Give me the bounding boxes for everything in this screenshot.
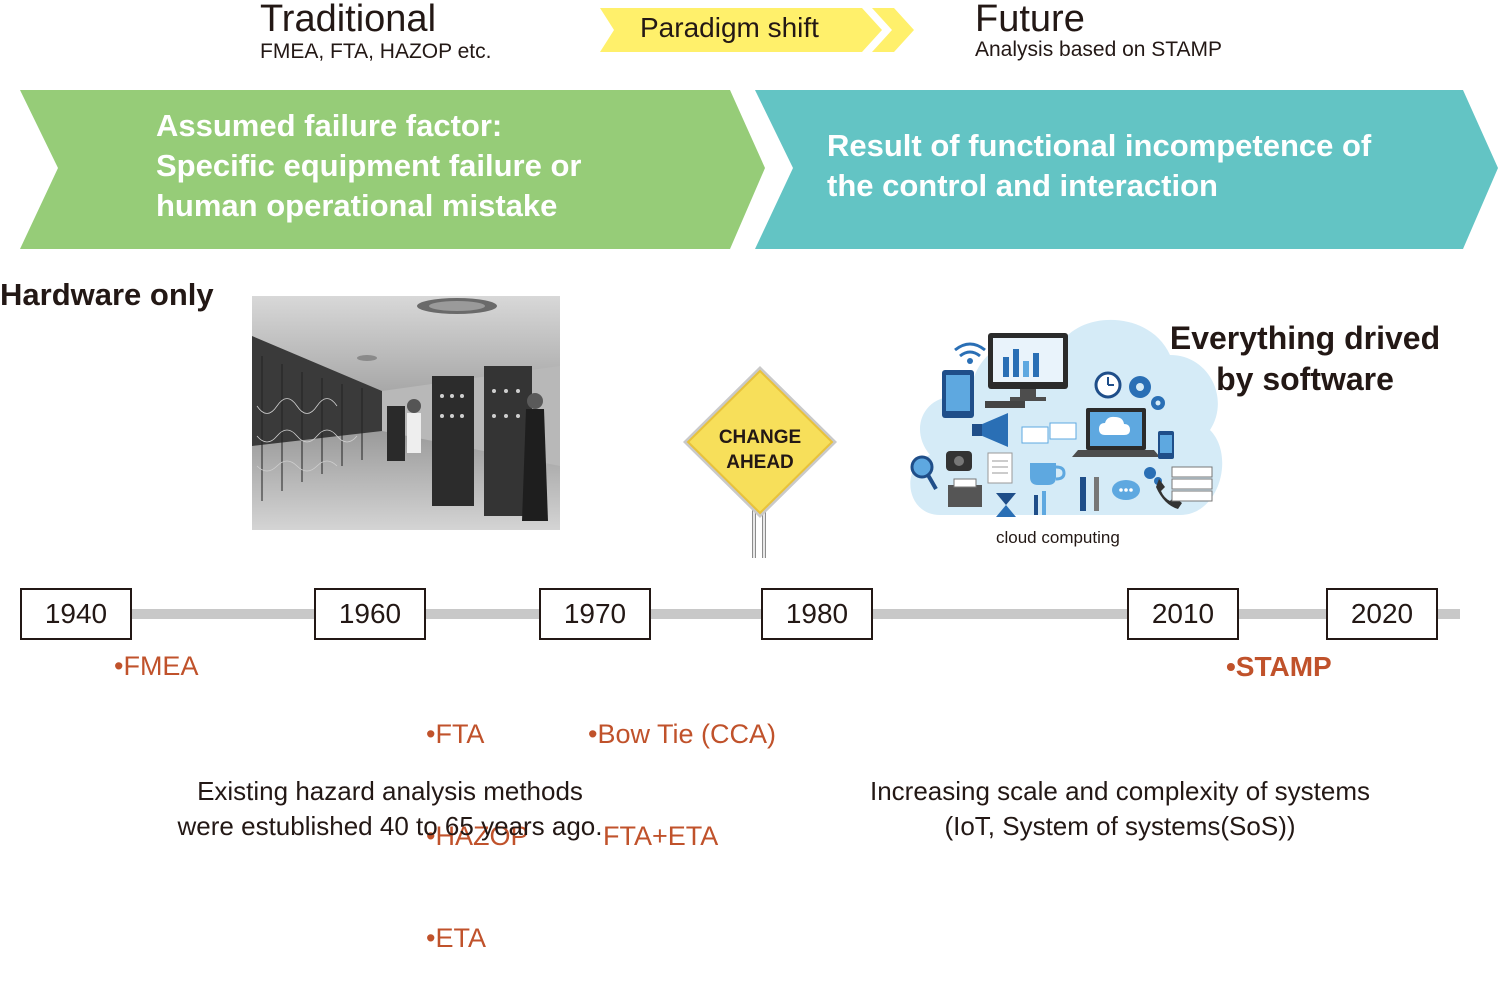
method-stamp: •STAMP	[1226, 650, 1332, 684]
left-banner-line: Assumed failure factor:	[156, 106, 581, 146]
methods-1970: •Bow Tie (CCA) FTA+ETA	[588, 649, 776, 887]
future-subtitle: Analysis based on STAMP	[975, 39, 1222, 61]
left-banner-text: Assumed failure factor: Specific equipme…	[156, 106, 581, 226]
wifi-icon	[955, 344, 985, 356]
method-fmea: •FMEA	[114, 649, 198, 683]
left-caption: Existing hazard analysis methods were es…	[110, 774, 670, 844]
traditional-title: Traditional	[260, 0, 436, 38]
caption-line: were estublished 40 to 65 years ago.	[110, 809, 670, 844]
fax-icon	[948, 485, 982, 507]
server-icon	[1172, 467, 1212, 477]
software-line: Everything drived	[1150, 318, 1460, 359]
method-item: •Bow Tie (CCA)	[588, 717, 776, 751]
caption-line: (IoT, System of systems(SoS))	[820, 809, 1420, 844]
vintage-computer-photo	[252, 296, 560, 530]
right-banner-line: Result of functional incompetence of	[827, 126, 1371, 166]
caption-line: Increasing scale and complexity of syste…	[820, 774, 1420, 809]
left-banner-line: human operational mistake	[156, 186, 581, 226]
right-caption: Increasing scale and complexity of syste…	[820, 774, 1420, 844]
year-box-1970: 1970	[539, 588, 651, 640]
right-banner-line: the control and interaction	[827, 166, 1371, 206]
coffee-cup-icon	[1030, 463, 1056, 485]
right-banner-text: Result of functional incompetence of the…	[827, 126, 1371, 206]
software-label: Everything drived by software	[1150, 318, 1460, 400]
software-line: by software	[1150, 359, 1460, 400]
paradigm-shift-label: Paradigm shift	[640, 12, 819, 44]
year-box-1940: 1940	[20, 588, 132, 640]
hardware-only-label: Hardware only	[0, 276, 214, 314]
cloud-computing-caption: cloud computing	[996, 528, 1120, 548]
method-item: •FTA	[426, 717, 528, 751]
traditional-subtitle: FMEA, FTA, HAZOP etc.	[260, 41, 491, 63]
year-box-2010: 2010	[1127, 588, 1239, 640]
left-banner-line: Specific equipment failure or	[156, 146, 581, 186]
method-item: •ETA	[426, 921, 528, 955]
timeline-bar	[20, 609, 1460, 619]
year-box-1980: 1980	[761, 588, 873, 640]
sign-line: AHEAD	[700, 450, 820, 475]
change-ahead-text: CHANGE AHEAD	[700, 425, 820, 475]
year-box-2020: 2020	[1326, 588, 1438, 640]
magnifier-icon	[912, 457, 932, 477]
notepad-icon	[988, 453, 1012, 483]
future-title: Future	[975, 0, 1085, 38]
year-box-1960: 1960	[314, 588, 426, 640]
caption-line: Existing hazard analysis methods	[110, 774, 670, 809]
screwdriver-icon	[1080, 477, 1086, 511]
sign-line: CHANGE	[700, 425, 820, 450]
